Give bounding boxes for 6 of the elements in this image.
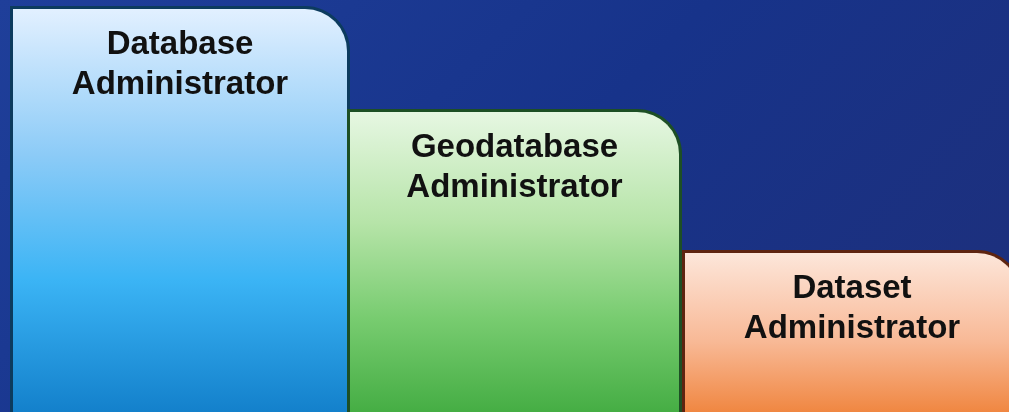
step-bar bbox=[682, 250, 1009, 412]
step-bar bbox=[347, 109, 682, 412]
step-bar bbox=[10, 6, 350, 412]
bar-title: Dataset Administrator bbox=[742, 267, 962, 347]
bar-title: Database Administrator bbox=[70, 23, 290, 103]
bar-title: Geodatabase Administrator bbox=[405, 126, 624, 206]
